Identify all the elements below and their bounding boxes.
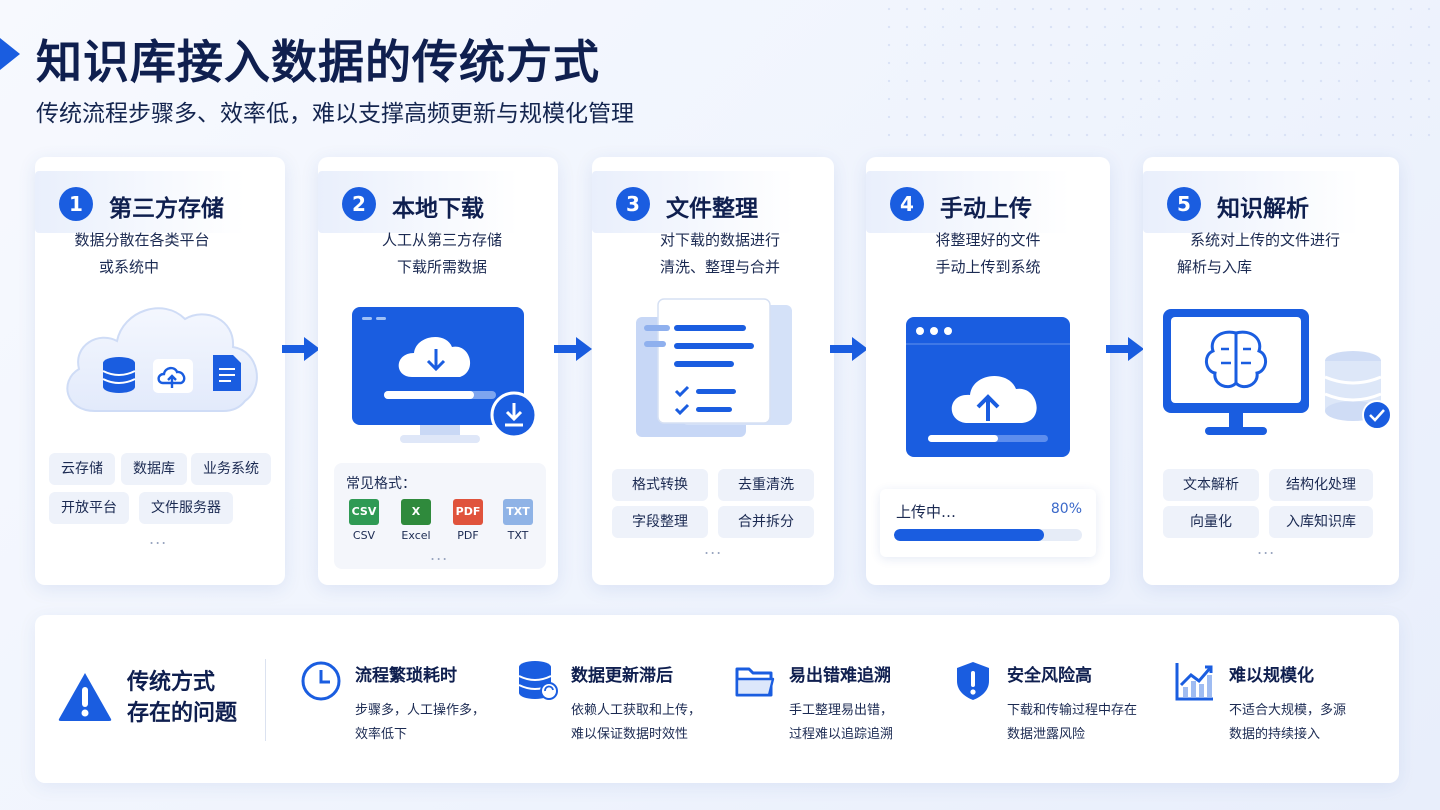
step-card-1: 1 第三方存储 数据分散在各类平台 或系统中 云存储 数据库 业务系统: [35, 157, 285, 585]
flow-arrow-icon: [554, 337, 592, 361]
problem-desc: 不适合大规模，多源 数据的持续接入: [1229, 703, 1347, 742]
step-desc-3: 对下载的数据进行 清洗、整理与合并: [659, 231, 780, 276]
problem-desc: 依赖人工获取和上传， 难以保证数据时效性: [571, 703, 702, 742]
title-marker-icon: [0, 38, 20, 70]
flow-arrow-icon: [282, 337, 320, 361]
problem-title: 难以规模化: [1229, 666, 1314, 686]
chart-up-icon: [1175, 663, 1213, 701]
step-card-5: 5 知识解析 系统对上传的文件进行 解析与入库 文本解析 结构化处理 向量化 入…: [1143, 157, 1399, 585]
tag-cloud-storage: 云存储: [49, 453, 115, 485]
step-header-4: 4 手动上传: [866, 171, 1070, 233]
format-txt: TXT TXT: [498, 499, 538, 542]
tag-file-server: 文件服务器: [139, 492, 233, 524]
tag-knowledge-ingest: 入库知识库: [1269, 506, 1373, 538]
page-title: 知识库接入数据的传统方式: [36, 35, 600, 89]
monitor-download-icon: [352, 307, 538, 443]
problem-title: 易出错难追溯: [789, 666, 891, 686]
problems-title: 传统方式 存在的问题: [127, 670, 238, 726]
tag-vectorization: 向量化: [1163, 506, 1259, 538]
step-number-5: 5: [1167, 187, 1201, 221]
divider: [265, 659, 266, 741]
upload-progress-bar: [894, 529, 1082, 541]
format-excel: X Excel: [396, 499, 436, 542]
more-indicator: ...: [430, 545, 449, 564]
step-number-2: 2: [342, 187, 376, 221]
step-title-5: 知识解析: [1217, 196, 1309, 222]
step-desc-4: 将整理好的文件 手动上传到系统: [935, 231, 1041, 276]
page-subtitle: 传统流程步骤多、效率低，难以支撑高频更新与规模化管理: [36, 101, 634, 127]
step-header-1: 1 第三方存储: [35, 171, 245, 233]
step-number-4: 4: [890, 187, 924, 221]
upload-progress-fill: [894, 529, 1045, 541]
folder-icon: [735, 667, 775, 697]
tag-field-organize: 字段整理: [612, 506, 708, 538]
format-pdf: PDF PDF: [448, 499, 488, 542]
csv-file-icon: CSV: [349, 499, 379, 525]
problem-desc: 手工整理易出错， 过程难以追踪追溯: [789, 703, 894, 742]
tag-dedup-cleaning: 去重清洗: [718, 469, 814, 501]
step-card-2: 2 本地下载 人工从第三方存储 下载所需数据 常见格式： CSV CSV X E…: [318, 157, 558, 585]
step-desc-2: 人工从第三方存储 下载所需数据: [381, 231, 502, 276]
tag-business-system: 业务系统: [191, 453, 271, 485]
pdf-file-icon: PDF: [453, 499, 483, 525]
tag-open-platform: 开放平台: [49, 492, 129, 524]
step-header-2: 2 本地下载: [318, 171, 518, 233]
format-csv: CSV CSV: [344, 499, 384, 542]
tag-text-parsing: 文本解析: [1163, 469, 1259, 501]
brain-monitor-database-icon: [1163, 309, 1392, 435]
more-indicator: ...: [1257, 539, 1276, 558]
excel-file-icon: X: [401, 499, 431, 525]
cloud-storage-icon: [66, 307, 258, 412]
txt-file-icon: TXT: [503, 499, 533, 525]
step-title-3: 文件整理: [666, 196, 758, 222]
step-title-1: 第三方存储: [109, 196, 224, 222]
tag-format-conversion: 格式转换: [612, 469, 708, 501]
shield-alert-icon: [957, 662, 989, 700]
upload-window-icon: [906, 317, 1070, 457]
flow-arrow-icon: [830, 337, 868, 361]
problem-title: 流程繁琐耗时: [355, 666, 457, 686]
tag-database: 数据库: [121, 453, 187, 485]
problem-desc: 下载和传输过程中存在 数据泄露风险: [1007, 703, 1138, 742]
step-card-4: 4 手动上传 将整理好的文件 手动上传到系统 上传中… 80%: [866, 157, 1110, 585]
more-indicator: ...: [149, 529, 168, 548]
step-number-1: 1: [59, 187, 93, 221]
step-header-3: 3 文件整理: [592, 171, 794, 233]
clock-icon: [301, 661, 341, 701]
more-indicator: ...: [704, 539, 723, 558]
documents-checklist-icon: [636, 298, 792, 437]
upload-status-label: 上传中…: [896, 503, 957, 521]
tag-merge-split: 合并拆分: [718, 506, 814, 538]
step-number-3: 3: [616, 187, 650, 221]
problem-title: 数据更新滞后: [571, 666, 673, 686]
problems-panel: 传统方式 存在的问题 流程繁琐耗时 步骤多，人工操作多， 效率低下 数据更新滞后…: [35, 615, 1399, 783]
flow-arrow-icon: [1106, 337, 1144, 361]
database-sync-icon: [518, 661, 558, 700]
step-desc-5: 系统对上传的文件进行 解析与入库: [1177, 231, 1340, 276]
step-title-4: 手动上传: [940, 196, 1032, 222]
step-card-3: 3 文件整理 对下载的数据进行 清洗、整理与合并 格式转换 去重清洗 字段整理 …: [592, 157, 834, 585]
upload-progress-panel: 上传中… 80%: [880, 489, 1096, 557]
tag-structuring: 结构化处理: [1269, 469, 1373, 501]
step-header-5: 5 知识解析: [1143, 171, 1359, 233]
problem-desc: 步骤多，人工操作多， 效率低下: [355, 703, 486, 742]
formats-panel: 常见格式： CSV CSV X Excel PDF PDF TXT TXT ..…: [334, 463, 546, 569]
warning-icon: [58, 673, 112, 721]
step-title-2: 本地下载: [392, 196, 484, 222]
step-desc-1: 数据分散在各类平台 或系统中: [74, 231, 210, 276]
upload-percent: 80%: [1050, 501, 1082, 517]
formats-label: 常见格式：: [346, 476, 416, 492]
problem-title: 安全风险高: [1007, 666, 1092, 686]
decorative-dot-grid: [880, 0, 1440, 150]
